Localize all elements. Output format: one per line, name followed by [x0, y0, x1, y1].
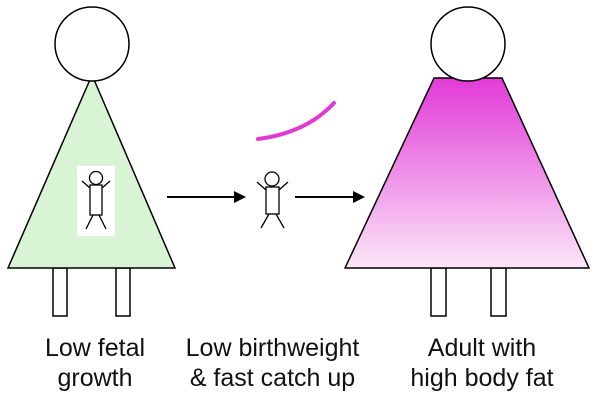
catch-up-curve-icon: [258, 103, 334, 139]
mother-figure: [8, 7, 175, 316]
caption-line: & fast catch up: [165, 363, 380, 393]
adult-head: [431, 7, 505, 81]
adult-figure: [345, 7, 589, 316]
caption-line: Low birthweight: [165, 333, 380, 363]
arrow-right-icon: [167, 191, 246, 203]
adult-left-leg: [431, 268, 446, 316]
mother-head: [55, 7, 129, 81]
caption-low-fetal-growth: Low fetal growth: [20, 333, 170, 393]
mother-left-leg: [53, 268, 67, 316]
mother-right-leg: [116, 268, 130, 316]
caption-line: Low fetal: [20, 333, 170, 363]
caption-line: Adult with: [382, 333, 582, 363]
baby-icon: [257, 172, 288, 228]
caption-line: growth: [20, 363, 170, 393]
caption-low-birthweight: Low birthweight & fast catch up: [165, 333, 380, 393]
adult-body: [345, 78, 589, 268]
arrow-right-icon: [295, 191, 365, 203]
caption-adult-high-body-fat: Adult with high body fat: [382, 333, 582, 393]
caption-line: high body fat: [382, 363, 582, 393]
adult-right-leg: [491, 268, 506, 316]
